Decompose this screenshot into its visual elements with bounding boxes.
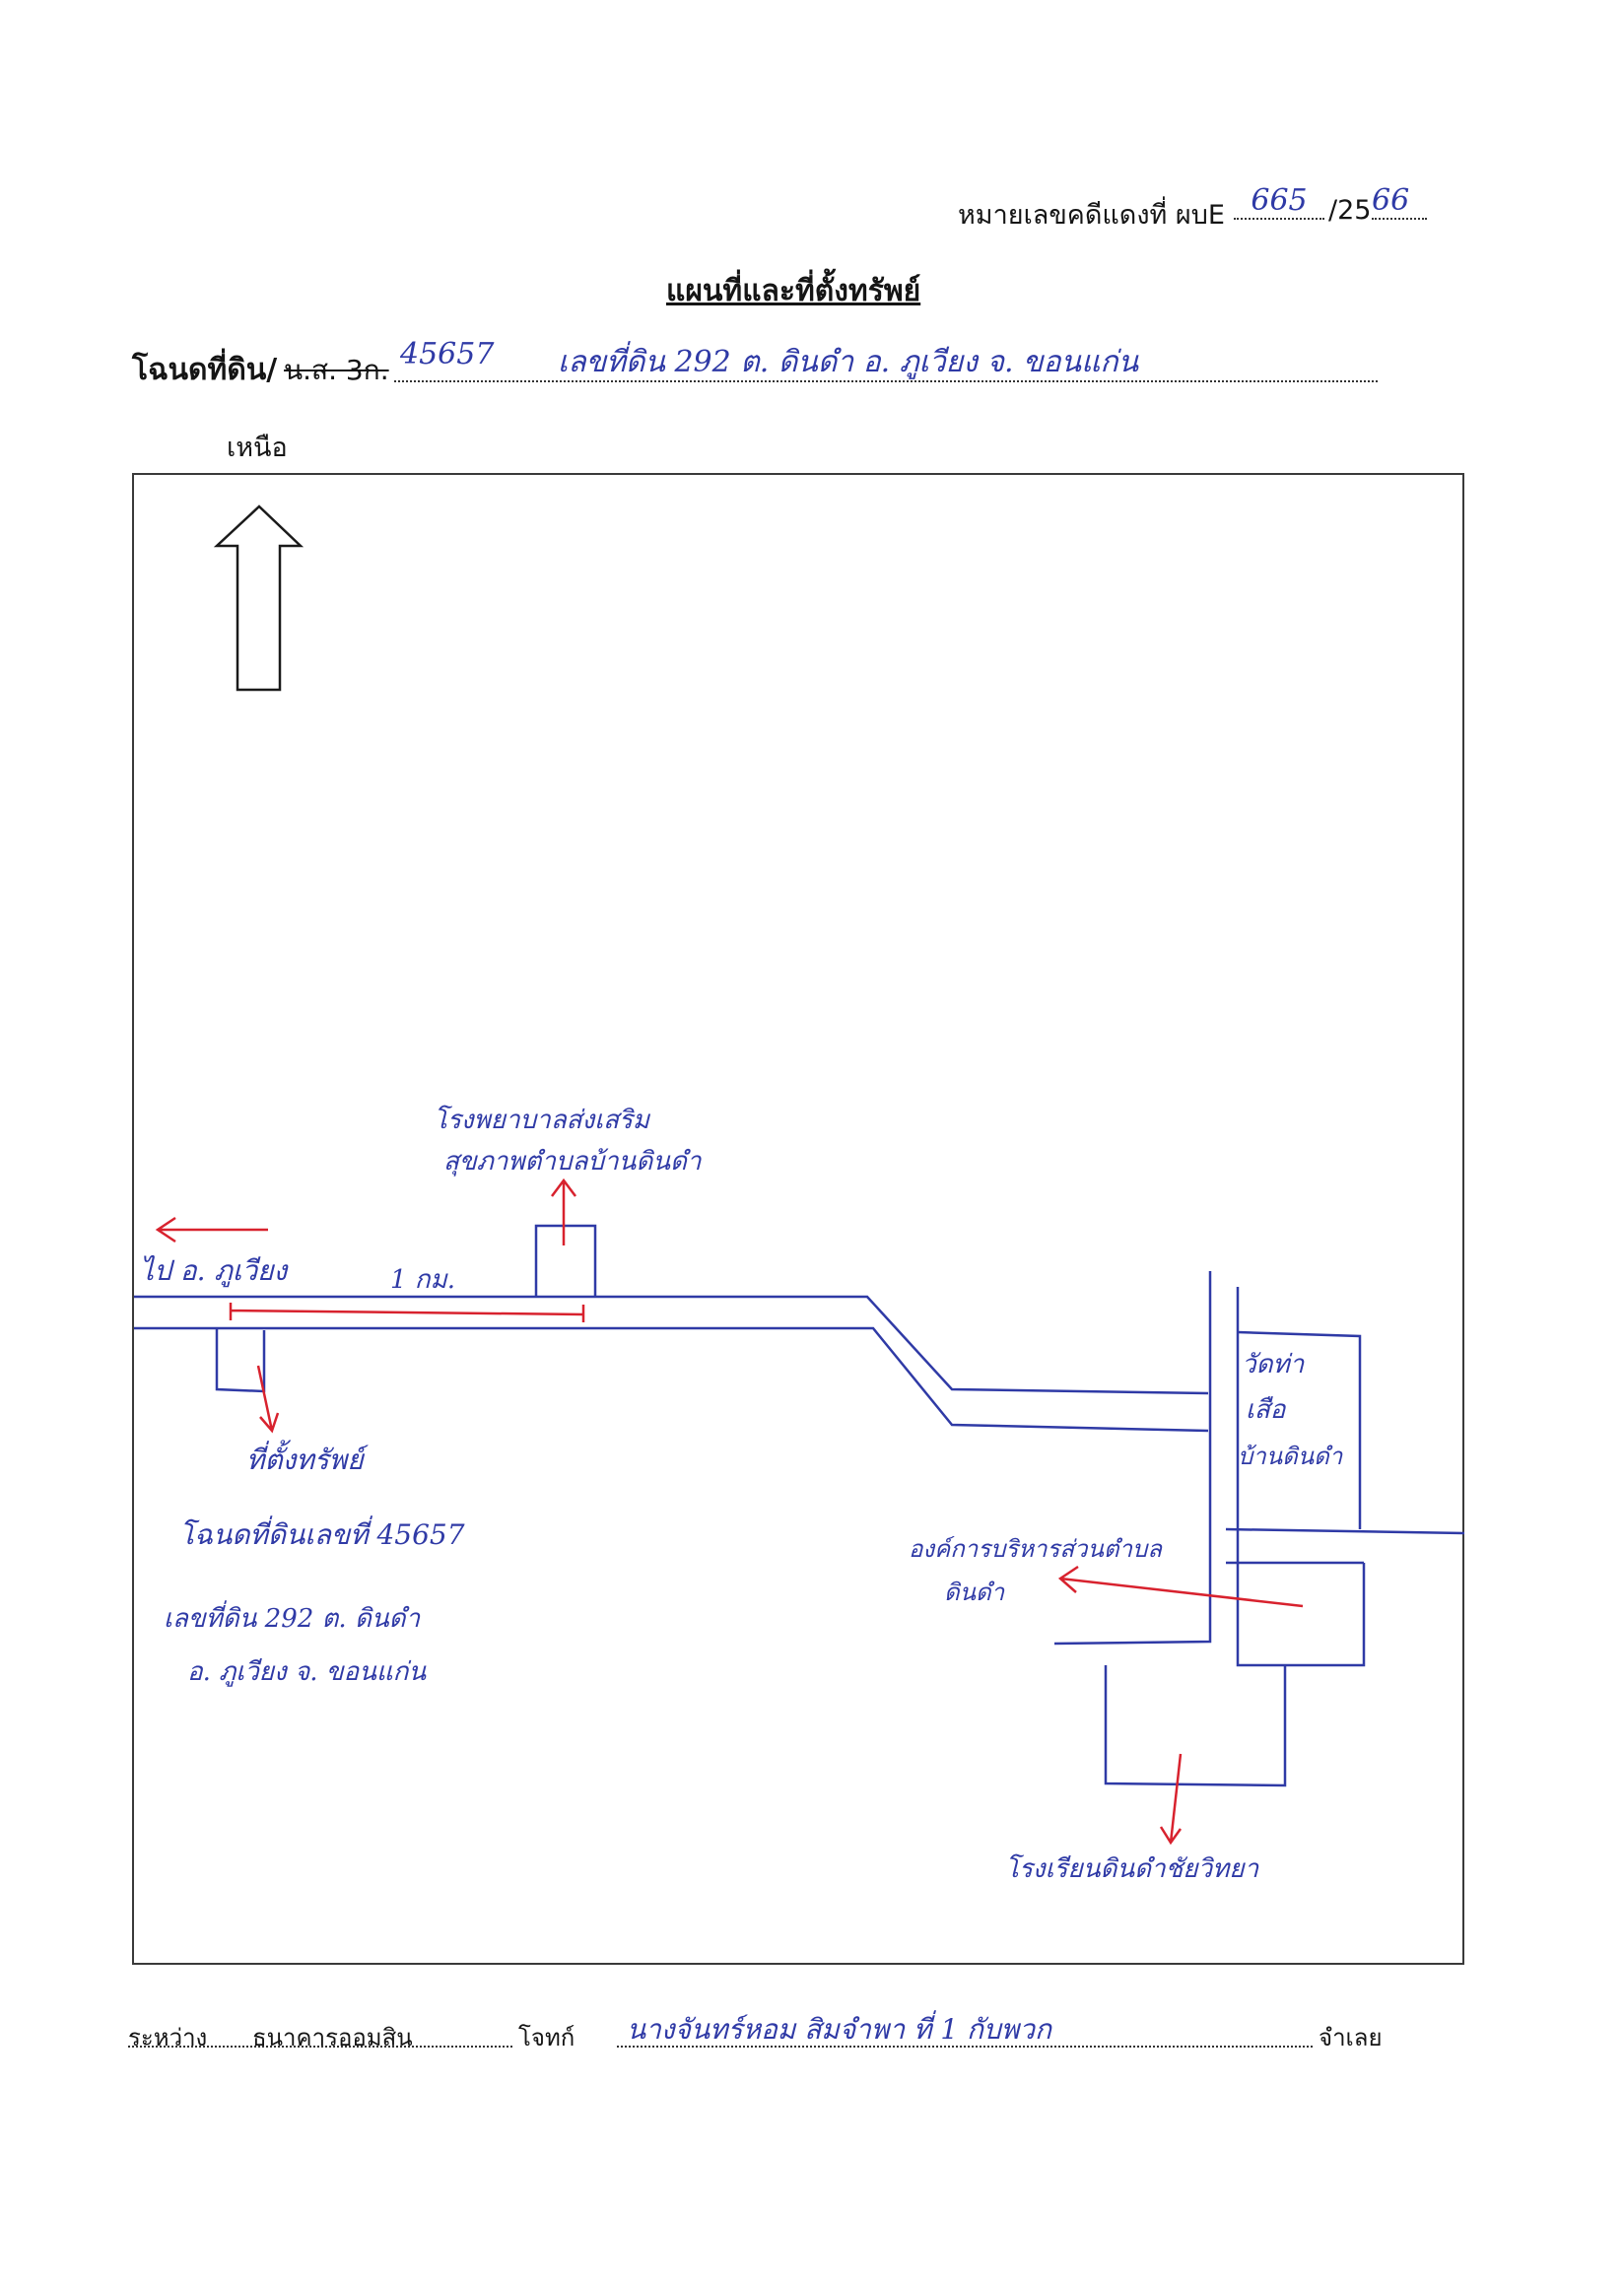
to-phuwiang-label: ไป อ. ภูเวียง <box>140 1254 288 1287</box>
between-label: ระหว่าง <box>128 2024 208 2051</box>
plaintiff-dotted-line <box>128 2046 512 2048</box>
defendant-dotted-line <box>617 2046 1313 2048</box>
distance-line <box>229 1303 585 1322</box>
case-year-suffix: 66 <box>1372 183 1427 220</box>
property-label: ที่ตั้งทรัพย์ <box>246 1444 364 1476</box>
school-arrow-icon <box>1159 1753 1183 1846</box>
hospital-arrow-icon <box>551 1177 576 1245</box>
north-label: เหนือ <box>227 433 288 463</box>
sao-label-line2: ดินดำ <box>944 1579 1005 1606</box>
property-detail-line2: เลขที่ดิน 292 ต. ดินดำ <box>164 1604 421 1634</box>
side-road <box>1053 1271 1465 1667</box>
hospital-box <box>534 1224 597 1297</box>
school-box <box>1104 1665 1287 1787</box>
page-title: แผนที่และที่ตั้งทรัพย์ <box>666 274 921 308</box>
temple-box <box>1237 1330 1362 1529</box>
temple-label-line3: บ้านดินดำ <box>1238 1443 1343 1470</box>
plaintiff-label: โจทก์ <box>518 2024 575 2051</box>
case-year-prefix: /25 <box>1328 195 1372 226</box>
hospital-label-line2: สุขภาพตำบลบ้านดินดำ <box>443 1147 702 1177</box>
temple-label-line1: วัดท่า <box>1242 1350 1305 1379</box>
sao-arrow-icon <box>1057 1565 1304 1608</box>
main-road <box>134 1295 1209 1433</box>
case-number-value: 665 <box>1234 183 1324 220</box>
hospital-label-line1: โรงพยาบาลส่งเสริม <box>434 1106 650 1135</box>
deed-number: 45657 <box>400 337 495 371</box>
deed-dotted-line <box>394 380 1378 382</box>
sao-label-line1: องค์การบริหารส่วนตำบล <box>909 1535 1162 1563</box>
deed-parcel-text: เลขที่ดิน 292 ต. ดินดำ อ. ภูเวียง จ. ขอน… <box>558 345 1139 379</box>
defendant-label: จำเลย <box>1319 2024 1383 2051</box>
plaintiff-name: ธนาคารออมสิน <box>252 2024 413 2051</box>
red-markings <box>155 1177 1304 1846</box>
school-label: โรงเรียนดินดำชัยวิทยา <box>1005 1854 1259 1884</box>
west-arrow-icon <box>155 1216 268 1244</box>
property-detail-line1: โฉนดที่ดินเลขที่ 45657 <box>179 1518 465 1551</box>
temple-label-line2: เสือ <box>1246 1395 1286 1425</box>
property-box <box>215 1328 266 1393</box>
case-number-label: หมายเลขคดีแดงที่ ผบE <box>958 200 1225 231</box>
deed-label-struck: น.ส. 3ก. <box>284 354 389 386</box>
distance-label: 1 กม. <box>390 1265 455 1295</box>
north-arrow-icon <box>213 504 304 692</box>
map-frame <box>132 473 1464 1965</box>
property-arrow-icon <box>256 1365 280 1434</box>
deed-label: โฉนดที่ดิน/ <box>132 353 278 387</box>
defendant-name: นางจันทร์หอม สิมจำพา ที่ 1 กับพวก <box>627 2013 1051 2046</box>
property-detail-line3: อ. ภูเวียง จ. ขอนแก่น <box>187 1657 427 1687</box>
